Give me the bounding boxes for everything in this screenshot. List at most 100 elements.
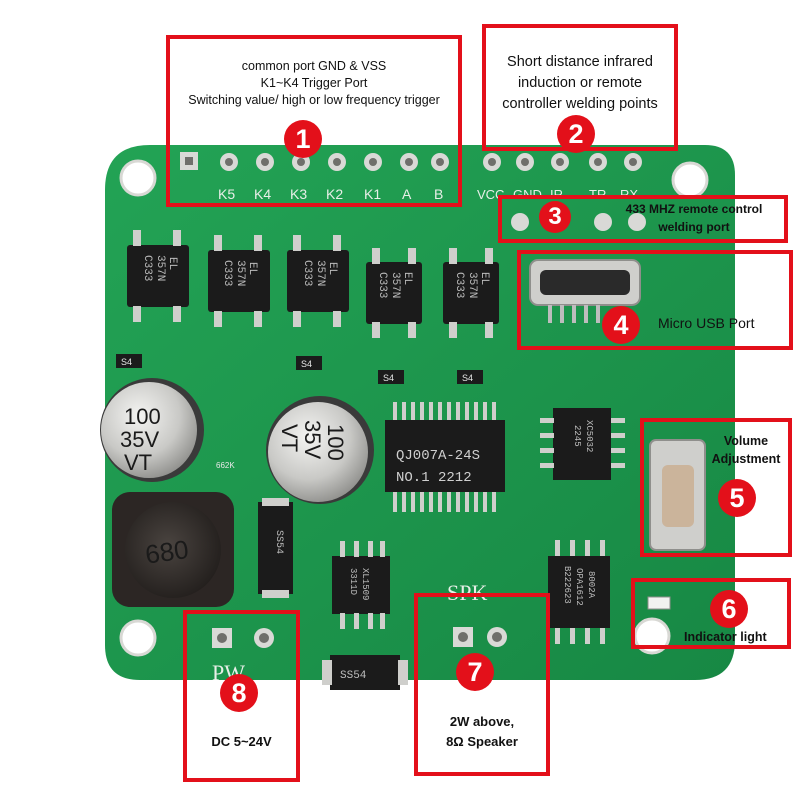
optocoupler: EL 357N C333: [127, 230, 189, 322]
pin-label: K2: [326, 186, 343, 202]
svg-text:S4: S4: [462, 373, 473, 383]
svg-text:S4: S4: [383, 373, 394, 383]
callout-rf-port-text: 433 MHZ remote control welding port: [625, 202, 763, 234]
svg-text:357N: 357N: [466, 272, 478, 298]
pin-label: A: [402, 186, 412, 202]
spk-silkscreen: SPK: [447, 580, 487, 605]
mounting-hole: [633, 617, 671, 655]
pin-label: B: [434, 186, 443, 202]
callout-badge-3: 3: [539, 201, 571, 233]
callout-speaker-text: 2W above, 8Ω Speaker: [446, 714, 518, 749]
speaker-pads: [453, 627, 507, 647]
callout-trigger-port: [166, 35, 462, 207]
svg-text:EL: EL: [246, 262, 258, 275]
electrolytic-capacitor: 100 35V VT: [266, 396, 374, 504]
svg-text:SS54: SS54: [340, 670, 367, 682]
callout-volume-text: Volume Adjustment: [711, 434, 781, 466]
svg-text:VT: VT: [277, 424, 302, 452]
pin-label: K4: [254, 186, 271, 202]
svg-text:SS54: SS54: [273, 530, 284, 554]
svg-text:680: 680: [143, 534, 190, 570]
svg-text:3311D: 3311D: [348, 568, 358, 595]
svg-text:357N: 357N: [389, 272, 401, 298]
callout-indicator: [631, 578, 791, 649]
svg-text:OPA1612: OPA1612: [574, 568, 584, 606]
svg-text:35V: 35V: [120, 427, 159, 452]
svg-text:357N: 357N: [314, 260, 326, 286]
optocoupler: EL 357N C333: [287, 235, 349, 327]
ir-header-pads: [483, 153, 642, 171]
mounting-hole: [119, 159, 157, 197]
svg-text:VT: VT: [124, 450, 152, 475]
callout-badge-5: 5: [718, 479, 756, 517]
pin-label: VCC: [477, 187, 504, 202]
callout-badge-6: 6: [710, 590, 748, 628]
svg-text:XL1509: XL1509: [360, 568, 370, 600]
svg-text:8002A: 8002A: [586, 571, 596, 599]
svg-text:662K: 662K: [216, 461, 235, 470]
callout-power: [183, 610, 300, 782]
svg-text:35V: 35V: [300, 420, 325, 459]
schottky-diode: SS54: [322, 655, 408, 690]
power-inductor: 680: [112, 492, 234, 607]
mounting-hole: [671, 161, 709, 199]
svg-text:EL: EL: [478, 272, 490, 285]
svg-text:NO.1 2212: NO.1 2212: [396, 470, 472, 486]
callout-badge-8: 8: [220, 674, 258, 712]
svg-text:B222623: B222623: [562, 566, 572, 604]
svg-text:C333: C333: [453, 272, 465, 298]
svg-text:C333: C333: [301, 260, 313, 286]
svg-text:XC5032: XC5032: [584, 420, 594, 452]
pin-label: K3: [290, 186, 307, 202]
svg-text:EL: EL: [401, 272, 413, 285]
volume-button: [649, 439, 706, 551]
smd-resistor: [457, 370, 483, 384]
callout-speaker: [414, 593, 550, 776]
regulator-chip: XL1509 3311D: [332, 541, 390, 629]
callout-usb-port: [517, 250, 793, 350]
svg-text:S4: S4: [301, 359, 312, 369]
optocoupler-row: EL 357N C333 EL 357N C333 EL 357N C333: [127, 230, 499, 338]
svg-text:100: 100: [323, 424, 348, 461]
callout-badge-7: 7: [456, 653, 494, 691]
schottky-diode-vertical: SS54: [258, 498, 293, 598]
electrolytic-capacitor: 100 35V VT: [100, 378, 204, 482]
main-sound-chip: QJ007A-24S NO.1 2212: [385, 402, 505, 512]
svg-text:C333: C333: [376, 272, 388, 298]
power-pads: [212, 628, 274, 648]
rf-header-pads: [511, 213, 646, 231]
trigger-header-pads: [180, 152, 449, 171]
callout-trigger-port-text: common port GND & VSS K1~K4 Trigger Port…: [188, 59, 440, 107]
micro-usb-connector: [529, 259, 641, 323]
svg-text:C333: C333: [221, 260, 233, 286]
amplifier-chip: 8002A OPA1612 B222623: [548, 540, 610, 644]
svg-text:357N: 357N: [154, 255, 166, 281]
callout-indicator-text: Indicator light: [684, 630, 767, 644]
callout-ir-port-text: Short distance infrared induction or rem…: [502, 54, 658, 112]
smd-resistor: [378, 370, 404, 384]
svg-text:EL: EL: [326, 262, 338, 275]
svg-text:QJ007A-24S: QJ007A-24S: [396, 448, 480, 464]
chip-middle-right: XC5032 2245: [540, 408, 625, 480]
svg-text:100: 100: [124, 404, 161, 429]
optocoupler: EL 357N C333: [366, 248, 422, 338]
callout-power-text: DC 5~24V: [211, 734, 272, 749]
svg-text:EL: EL: [166, 257, 178, 270]
pin-label: K1: [364, 186, 381, 202]
smd-resistor: [116, 354, 142, 368]
callout-badge-1: 1: [284, 120, 322, 158]
optocoupler: EL 357N C333: [443, 248, 499, 338]
svg-text:S4: S4: [121, 357, 132, 367]
optocoupler: EL 357N C333: [208, 235, 270, 327]
callout-badge-2: 2: [557, 115, 595, 153]
smd-resistor: [296, 356, 322, 370]
svg-text:2245: 2245: [572, 425, 582, 447]
mounting-hole: [119, 619, 157, 657]
indicator-led: [647, 596, 671, 610]
svg-text:C333: C333: [141, 255, 153, 281]
callout-usb-port-text: Micro USB Port: [658, 315, 755, 331]
pin-label: K5: [218, 186, 235, 202]
callout-rf-port: [498, 195, 788, 243]
